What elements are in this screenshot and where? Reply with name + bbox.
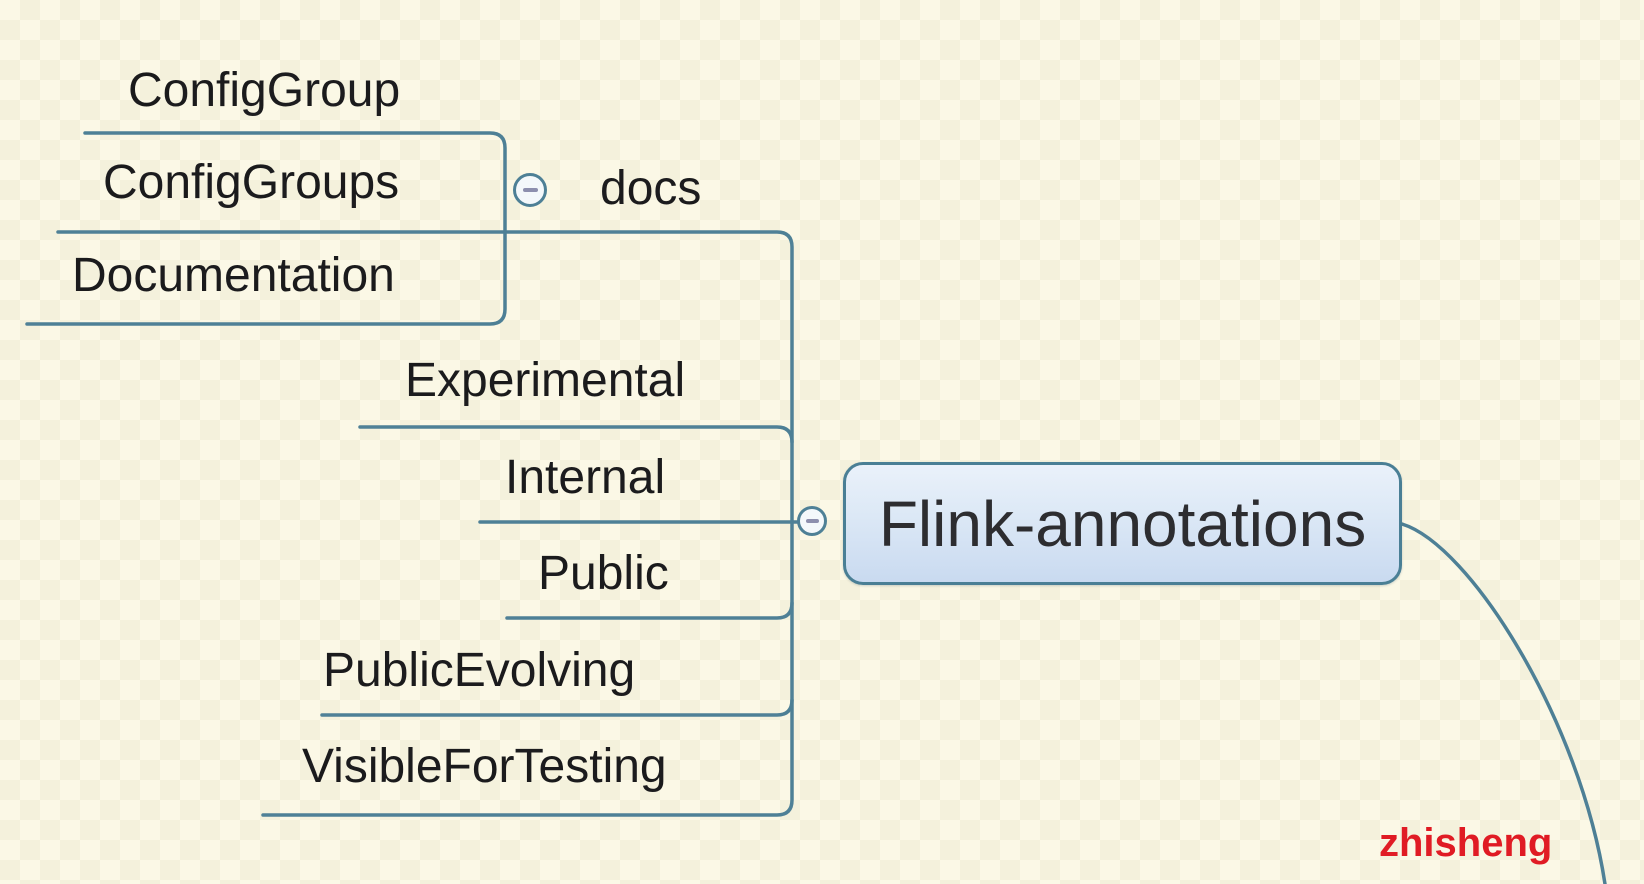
topic-documentation[interactable]: Documentation [72, 249, 395, 302]
branch-public-evolving [320, 698, 794, 717]
topic-config-groups[interactable]: ConfigGroups [103, 156, 400, 209]
branch-experimental [358, 425, 794, 444]
collapse-toggle-root[interactable] [797, 506, 827, 536]
topic-experimental[interactable]: Experimental [405, 354, 686, 407]
branch-right-offscreen [1400, 522, 1607, 884]
topic-internal[interactable]: Internal [505, 451, 666, 504]
central-topic-node[interactable]: Flink-annotations [843, 462, 1402, 585]
collapse-toggle-docs[interactable] [513, 173, 547, 207]
topic-config-group[interactable]: ConfigGroup [128, 64, 401, 117]
watermark-text: zhisheng [1379, 821, 1553, 865]
branch-public [505, 601, 794, 620]
topic-docs[interactable]: docs [600, 162, 702, 215]
branch-config-group [25, 131, 507, 326]
topic-public[interactable]: Public [538, 547, 669, 600]
topic-public-evolving[interactable]: PublicEvolving [323, 644, 636, 697]
central-topic-label: Flink-annotations [878, 487, 1367, 560]
topic-visible-for-testing[interactable]: VisibleForTesting [302, 740, 667, 793]
minus-icon [522, 188, 538, 192]
minus-icon [805, 519, 819, 523]
